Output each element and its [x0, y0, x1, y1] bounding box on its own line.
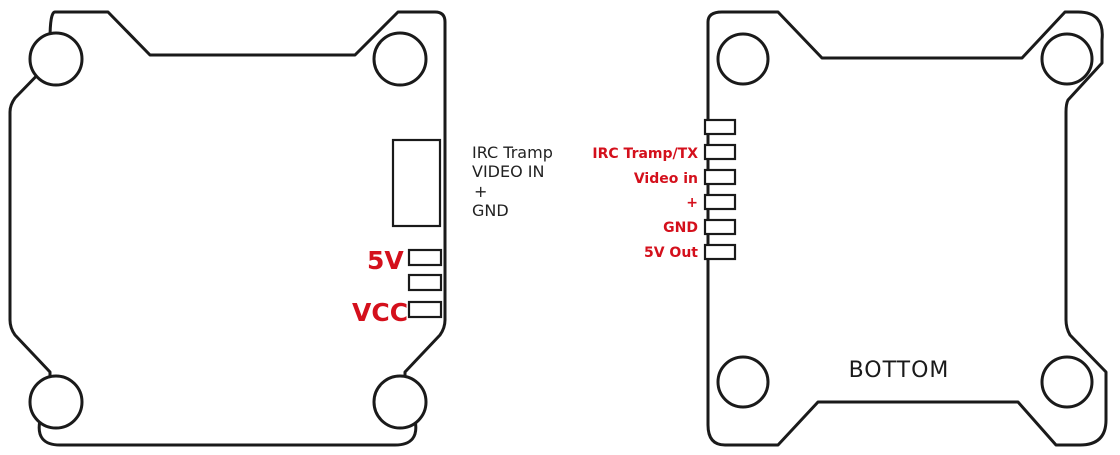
label-5v: 5V: [367, 246, 404, 275]
connector-label-irc-tramp: IRC Tramp: [472, 143, 553, 162]
connector-block: [391, 138, 442, 228]
right-board-outline: [706, 10, 1108, 447]
label-plus: +: [686, 195, 698, 211]
right-board: IRC Tramp/TX Video in + GND 5V Out BOTTO…: [592, 10, 1108, 447]
connector-label-plus: +: [474, 182, 487, 201]
mounting-hole: [716, 32, 770, 86]
pad-vcc: [407, 300, 443, 319]
pad-5v: [407, 248, 443, 267]
bottom-label: BOTTOM: [849, 358, 950, 383]
label-gnd: GND: [663, 220, 698, 236]
pad-5v-out: [703, 243, 737, 261]
pad-plus: [703, 193, 737, 211]
mounting-hole: [716, 355, 770, 409]
label-vcc: VCC: [352, 298, 408, 327]
connector-description: IRC Tramp VIDEO IN + GND: [472, 143, 553, 220]
pad-unlabeled: [703, 118, 737, 136]
label-irc-tramp-tx: IRC Tramp/TX: [592, 146, 698, 162]
mounting-hole: [28, 31, 84, 87]
pad-middle: [407, 273, 443, 292]
pad-irc-tramp-tx: [703, 143, 737, 161]
mounting-hole: [372, 31, 428, 87]
label-video-in: Video in: [634, 171, 698, 187]
left-board: 5V VCC: [8, 10, 447, 447]
label-5v-out: 5V Out: [644, 245, 698, 261]
mounting-hole: [1040, 32, 1094, 86]
mounting-hole: [372, 374, 428, 430]
connector-label-gnd: GND: [472, 201, 509, 220]
mounting-hole: [1040, 355, 1094, 409]
pad-gnd: [703, 218, 737, 236]
pad-video-in: [703, 168, 737, 186]
mounting-hole: [28, 374, 84, 430]
connector-label-video-in: VIDEO IN: [472, 162, 544, 181]
left-board-outline: [8, 10, 447, 447]
